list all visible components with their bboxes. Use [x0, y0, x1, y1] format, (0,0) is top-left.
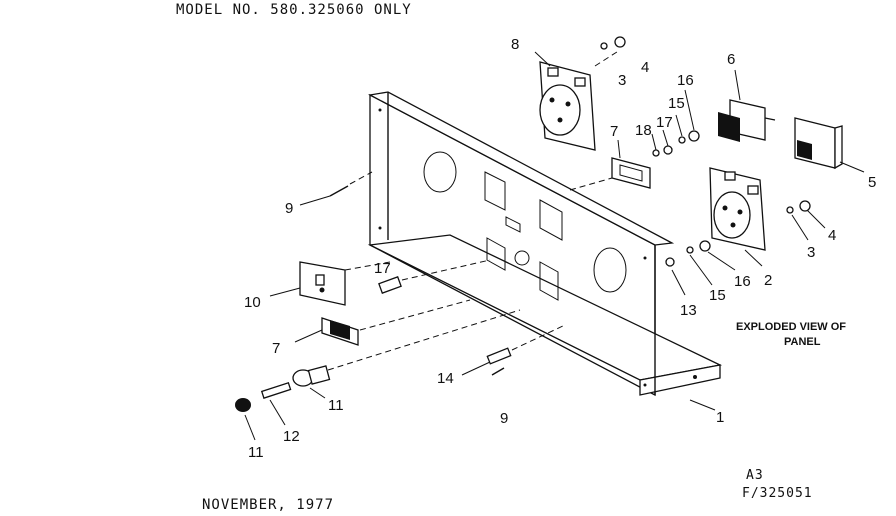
- part-18: [652, 149, 660, 157]
- screw-part-9-upper: [329, 171, 373, 197]
- callout-12: 12: [283, 428, 300, 445]
- plate-part-7-lower: [321, 299, 471, 346]
- nut-part-4-upper: [614, 36, 626, 48]
- nut-part-11-left: [235, 398, 251, 412]
- callout-17-upper: 17: [656, 114, 673, 131]
- plug-part-12: [260, 382, 292, 399]
- circuit-breaker-part-5: [794, 117, 843, 170]
- part-16-upper: [688, 130, 700, 142]
- callout-15-upper: 15: [668, 95, 685, 112]
- callout-4-upper: 4: [641, 59, 649, 76]
- part-17-upper: [663, 145, 673, 155]
- plate-part-7-upper: [569, 157, 651, 191]
- nut-part-16-lower: [699, 240, 711, 252]
- diagram-caption-line1: EXPLODED VIEW OF: [736, 321, 846, 333]
- callout-7-upper: 7: [610, 123, 618, 140]
- callout-10: 10: [244, 294, 261, 311]
- model-number-header: MODEL NO. 580.325060 ONLY: [176, 2, 412, 18]
- callout-14: 14: [437, 370, 454, 387]
- pilot-lamp-part-17: [378, 259, 491, 294]
- callout-5: 5: [868, 174, 876, 191]
- callout-1: 1: [716, 409, 724, 426]
- receptacle-part-10: [299, 261, 391, 306]
- receptacle-part-2: [709, 167, 766, 251]
- switch-part-6: [718, 99, 776, 142]
- callout-9-lower: 9: [500, 410, 508, 427]
- nut-part-13: [665, 257, 675, 267]
- callout-11-left: 11: [248, 444, 264, 461]
- callout-13: 13: [680, 302, 697, 319]
- callout-3-right: 3: [807, 244, 815, 261]
- panel-part-1: [367, 91, 723, 397]
- callout-17-lower: 17: [374, 260, 391, 277]
- callout-3-upper: 3: [618, 72, 626, 89]
- figure-reference: F/325051: [742, 486, 813, 501]
- callout-8: 8: [511, 36, 519, 53]
- leader-lines: [244, 51, 865, 441]
- callout-11-right: 11: [328, 397, 344, 414]
- diagram-caption-line2: PANEL: [784, 336, 821, 348]
- callout-4-right: 4: [828, 227, 836, 244]
- callout-2: 2: [764, 272, 772, 289]
- nut-part-4-right: [799, 200, 811, 212]
- part-15-upper: [678, 136, 686, 144]
- callout-16-upper: 16: [677, 72, 694, 89]
- callout-16-lower: 16: [734, 273, 751, 290]
- jack-part-11-right: [292, 309, 521, 387]
- washer-part-3-right: [786, 206, 794, 214]
- callout-7-lower: 7: [272, 340, 280, 357]
- washer-part-15-lower: [686, 246, 694, 254]
- washer-part-3-upper: [600, 42, 608, 50]
- screw-part-9-lower: [491, 367, 505, 376]
- callout-6: 6: [727, 51, 735, 68]
- callout-9-upper: 9: [285, 200, 293, 217]
- callout-15-lower: 15: [709, 287, 726, 304]
- publication-date: NOVEMBER, 1977: [202, 497, 335, 513]
- part-14: [486, 324, 566, 365]
- page-reference: A3: [746, 468, 764, 483]
- receptacle-part-8: [539, 49, 621, 151]
- callout-18: 18: [635, 122, 652, 139]
